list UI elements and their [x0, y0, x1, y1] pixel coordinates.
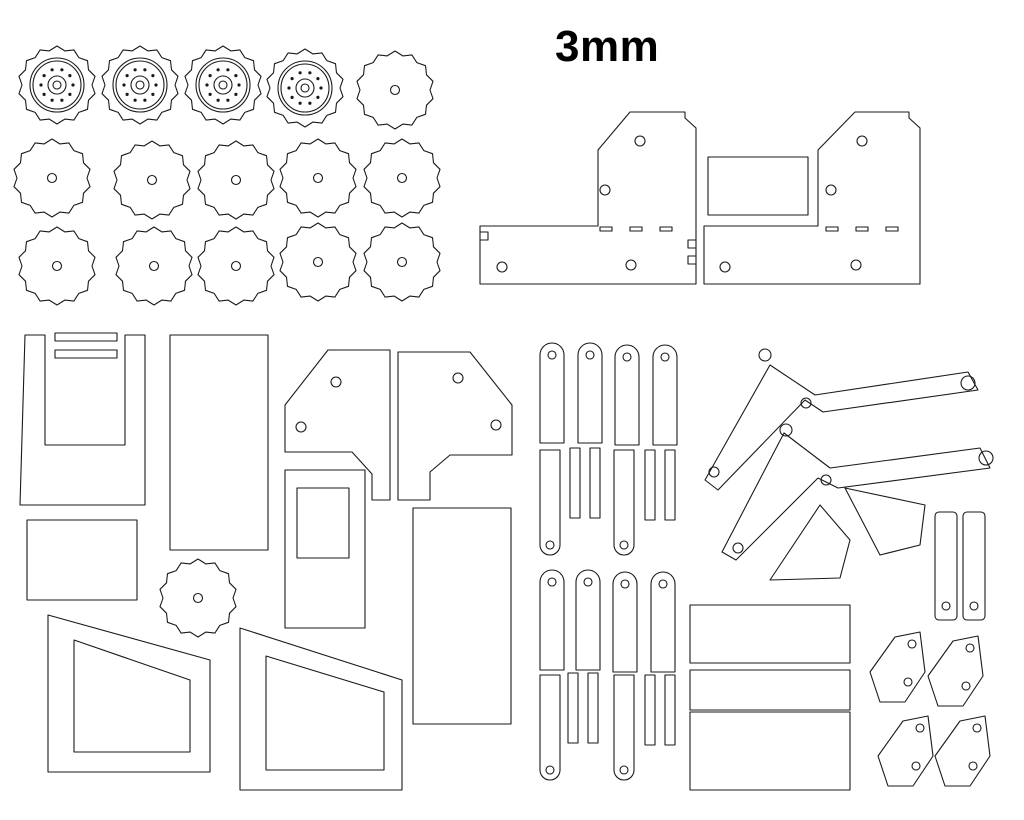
slotted-box-bottom: [689, 711, 851, 791]
side-plate-left: [284, 349, 391, 501]
pins-group: [539, 342, 678, 781]
spine: [644, 449, 656, 521]
pin: [650, 571, 676, 673]
main-frame-left: [479, 111, 697, 285]
screen-panel: [284, 469, 366, 629]
trapezoid-frame-right: [239, 627, 403, 791]
clip: [539, 674, 561, 781]
spine: [664, 674, 676, 746]
main-frame-right: [703, 111, 921, 285]
pin: [575, 569, 601, 671]
bracket: [934, 715, 991, 787]
pin: [614, 344, 640, 446]
clip: [539, 449, 561, 556]
small-panel: [26, 519, 138, 601]
bracket: [877, 715, 934, 787]
spine: [589, 447, 601, 519]
arm-lower: [721, 423, 994, 561]
u-frame: [19, 332, 146, 506]
wheel-detailed: [266, 48, 344, 128]
wedge-2: [844, 487, 926, 556]
spine: [569, 447, 581, 519]
slotted-panel: [412, 507, 512, 725]
gear-plain: [159, 558, 237, 638]
tall-panel: [169, 334, 269, 551]
wheel-detailed: [101, 45, 179, 125]
gear-plain: [279, 222, 357, 302]
gear-plain: [356, 50, 434, 130]
wheel-detailed: [18, 45, 96, 125]
gear-plain: [18, 226, 96, 306]
wheel-detailed: [184, 45, 262, 125]
slotted-box-mid: [689, 669, 851, 711]
spine: [567, 672, 579, 744]
trapezoid-frame-left: [47, 614, 211, 773]
gear-plain: [197, 226, 275, 306]
gear-plain: [197, 140, 275, 220]
pin: [577, 342, 603, 444]
pin: [612, 571, 638, 673]
gear-plain: [363, 138, 441, 218]
gear-plain: [363, 222, 441, 302]
spine: [664, 449, 676, 521]
gear-plain: [13, 138, 91, 218]
clip: [613, 674, 635, 781]
strap-pair: [934, 511, 986, 621]
arm-upper: [704, 348, 979, 491]
spine: [587, 672, 599, 744]
gear-plain: [113, 140, 191, 220]
side-plate-right: [397, 351, 513, 501]
gears-group: [13, 45, 441, 638]
gear-plain: [115, 226, 193, 306]
spine: [644, 674, 656, 746]
wedge-1: [769, 504, 851, 581]
pin: [539, 342, 565, 444]
material-thickness-label: 3mm: [555, 22, 660, 71]
pin: [539, 569, 565, 671]
brackets-group: [869, 631, 991, 787]
pin: [652, 344, 678, 446]
bracket: [869, 631, 926, 703]
gear-plain: [279, 138, 357, 218]
slotted-box-top: [689, 604, 851, 664]
bracket: [927, 635, 984, 707]
clip: [613, 449, 635, 556]
